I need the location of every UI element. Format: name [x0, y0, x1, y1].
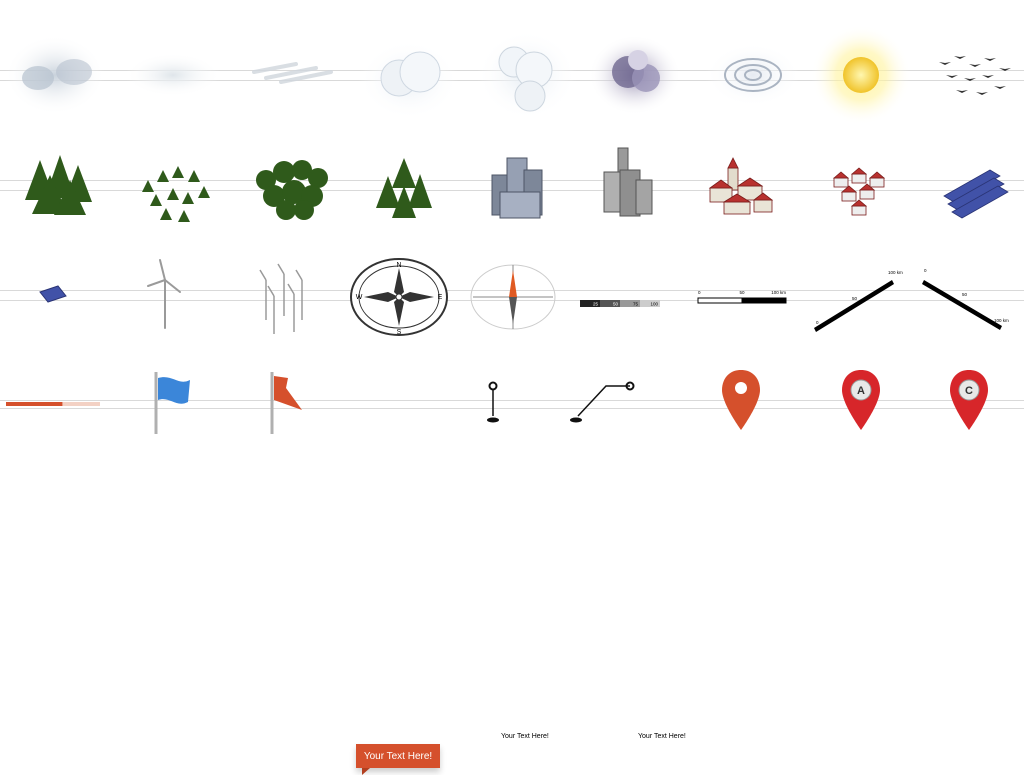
wind-streak-icon[interactable]	[236, 20, 346, 130]
diagonal-scale-up-icon[interactable]: 0 50 100 km	[808, 240, 918, 350]
instruments-row: N S E W 25 50 75 100 0	[0, 240, 1024, 350]
callout-elbow-icon[interactable]	[560, 350, 670, 460]
guide-line	[0, 400, 1024, 401]
village-red-roof-icon[interactable]	[688, 130, 798, 240]
diag-down-50: 50	[962, 292, 968, 297]
callout-pin-text: Your Text Here!	[501, 733, 549, 740]
cloud-thin-icon[interactable]	[0, 20, 110, 130]
compass-needle-icon[interactable]	[458, 240, 568, 350]
scale-bar-icon[interactable]: 0 50 100 km	[690, 240, 800, 350]
diag-down-0: 0	[924, 268, 927, 273]
banner-text: Your Text Here!	[363, 750, 433, 762]
gradient-label-1: 25	[593, 302, 599, 307]
callout-pin-icon[interactable]	[440, 350, 550, 460]
scale-label-100: 100 km	[771, 290, 786, 295]
houses-icon[interactable]	[806, 130, 916, 240]
text-banner[interactable]: Your Text Here!	[356, 744, 440, 775]
sun-icon[interactable]	[806, 20, 916, 130]
map-pin-a-icon[interactable]: A	[806, 350, 916, 460]
forest-deciduous-icon[interactable]	[236, 130, 346, 240]
flag-blue-icon[interactable]	[118, 350, 228, 460]
scale-label-0: 0	[698, 290, 701, 295]
callout-elbow-text: Your Text Here!	[638, 733, 686, 740]
terrain-row	[0, 130, 1024, 240]
compass-n-label: N	[396, 262, 401, 269]
compass-w-label: W	[356, 294, 363, 301]
diag-up-0: 0	[816, 320, 819, 325]
diag-up-100: 100 km	[888, 270, 903, 275]
progress-fill	[6, 402, 63, 406]
compass-e-label: E	[438, 294, 443, 301]
wind-turbine-icon[interactable]	[108, 240, 218, 350]
forest-mixed-icon[interactable]	[354, 130, 464, 240]
gradient-label-4: 100	[650, 302, 658, 307]
gradient-label-3: 75	[633, 302, 639, 307]
guide-line	[0, 408, 1024, 409]
bird-flock-icon[interactable]	[914, 20, 1024, 130]
diagonal-scale-down-icon[interactable]: 0 50 100 km	[914, 240, 1024, 350]
storm-cloud-icon[interactable]	[580, 20, 690, 130]
city-gray-icon[interactable]	[570, 130, 680, 240]
compass-s-label: S	[397, 329, 402, 336]
diag-down-100: 100 km	[994, 318, 1009, 323]
pin-a-letter: A	[857, 385, 865, 397]
map-pin-c-icon[interactable]: C	[914, 350, 1024, 460]
pin-c-letter: C	[965, 385, 973, 397]
flag-orange-icon[interactable]	[236, 350, 346, 460]
cloud-puffy-icon[interactable]	[354, 20, 464, 130]
city-blue-icon[interactable]	[462, 130, 572, 240]
forest-dense-icon[interactable]	[0, 130, 110, 240]
forest-sparse-icon[interactable]	[118, 130, 228, 240]
map-pin-icon[interactable]	[686, 350, 796, 460]
diag-up-50: 50	[852, 296, 858, 301]
cloud-large-icon[interactable]	[472, 20, 582, 130]
markers-row: Your Text Here! Your Text Here! Your Tex…	[0, 350, 1024, 775]
compass-rose-icon[interactable]: N S E W	[344, 240, 454, 350]
scale-bar-gradient-icon[interactable]: 25 50 75 100	[572, 240, 682, 350]
haze-icon[interactable]	[118, 20, 228, 130]
solar-farm-icon[interactable]	[914, 130, 1024, 240]
weather-row	[0, 20, 1024, 130]
cyclone-icon[interactable]	[698, 20, 808, 130]
gradient-label-2: 50	[613, 302, 619, 307]
scale-label-50: 50	[739, 290, 745, 295]
progress-bar-icon[interactable]	[0, 350, 110, 460]
solar-panel-icon[interactable]	[0, 240, 110, 350]
wind-farm-icon[interactable]	[226, 240, 336, 350]
